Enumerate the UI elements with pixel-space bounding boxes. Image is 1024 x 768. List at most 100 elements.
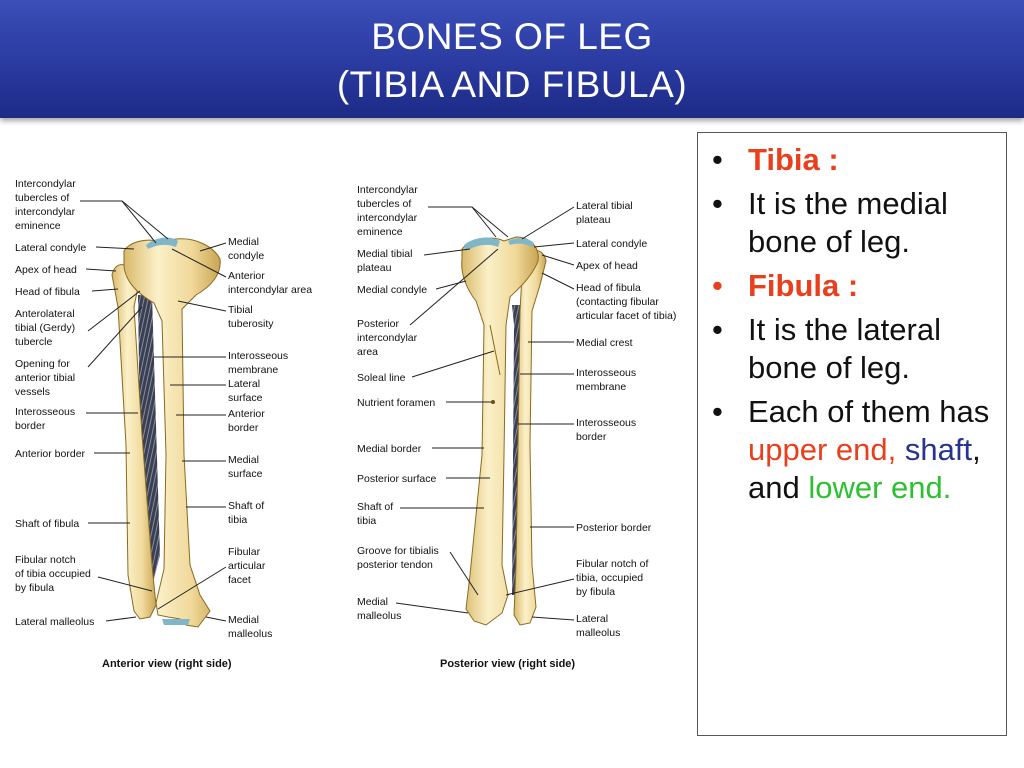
bullet-parts: • Each of them has upper end, shaft, and… bbox=[706, 393, 1002, 507]
label-posterior-intercondylar-area: Posterior intercondylar area bbox=[357, 318, 420, 358]
anterior-right-labels: Medial condyle Anterior intercondylar ar… bbox=[154, 236, 312, 640]
bullet-text-box: • Tibia : • It is the medial bone of leg… bbox=[697, 132, 1007, 736]
posterior-nutrient-foramen bbox=[491, 400, 495, 404]
leader bbox=[87, 306, 143, 368]
label-anterior-border-fibula: Anterior border bbox=[15, 448, 86, 460]
leader bbox=[199, 242, 227, 252]
label-tibial-tuberosity: Tibial tuberosity bbox=[228, 304, 274, 330]
anterior-view bbox=[111, 237, 221, 628]
leader bbox=[411, 350, 495, 378]
fibula-heading: Fibula : bbox=[748, 268, 859, 303]
parts-lower-end: lower end. bbox=[808, 470, 952, 505]
bullet-dot: • bbox=[712, 394, 723, 429]
label-medial-malleolus-posterior: Medial malleolus bbox=[357, 596, 401, 622]
leader bbox=[428, 206, 497, 238]
anterior-ankle-cartilage bbox=[162, 619, 190, 625]
leader bbox=[533, 242, 575, 248]
leader bbox=[95, 246, 135, 250]
leader bbox=[85, 268, 117, 272]
leader bbox=[449, 551, 479, 596]
leader bbox=[86, 200, 157, 244]
label-lateral-malleolus: Lateral malleolus bbox=[15, 616, 94, 628]
leader bbox=[157, 566, 227, 610]
parts-comma: , bbox=[972, 432, 981, 467]
leader bbox=[531, 616, 575, 621]
label-fibular-notch: Fibular notch of tibia occupied by fibul… bbox=[15, 554, 94, 594]
bullet-dot: • bbox=[712, 268, 723, 303]
leader bbox=[395, 602, 469, 614]
tibia-description: It is the medial bone of leg. bbox=[748, 186, 948, 259]
label-interosseous-border-posterior: Interosseous border bbox=[576, 417, 639, 443]
posterior-left-labels: Intercondylar tubercles of intercondylar… bbox=[357, 184, 509, 622]
label-lateral-surface: Lateral surface bbox=[228, 378, 263, 404]
bullet-list: • Tibia : • It is the medial bone of leg… bbox=[706, 141, 1002, 513]
anterior-caption: Anterior view (right side) bbox=[102, 658, 232, 670]
label-nutrient-foramen: Nutrient foramen bbox=[357, 397, 435, 409]
label-medial-surface: Medial surface bbox=[228, 454, 263, 480]
leader bbox=[541, 272, 575, 290]
leader bbox=[105, 616, 137, 622]
label-lateral-condyle: Lateral condyle bbox=[15, 242, 86, 254]
posterior-right-labels: Lateral tibial plateau Lateral condyle A… bbox=[505, 200, 676, 639]
label-medial-tibial-plateau: Medial tibial plateau bbox=[357, 248, 415, 274]
label-gerdy-tubercle: Anterolateral tibial (Gerdy) tubercle bbox=[15, 308, 78, 348]
label-interosseous-border: Interosseous border bbox=[15, 406, 78, 432]
label-posterior-surface: Posterior surface bbox=[357, 473, 437, 485]
bullet-dot: • bbox=[712, 312, 723, 347]
posterior-articular-cartilage bbox=[464, 237, 500, 251]
slide-subtitle: (TIBIA AND FIBULA) bbox=[336, 64, 688, 105]
label-groove-tibialis-posterior: Groove for tibialis posterior tendon bbox=[357, 545, 442, 571]
leader bbox=[205, 616, 227, 622]
label-medial-malleolus: Medial malleolus bbox=[228, 614, 272, 640]
label-interosseous-membrane: Interosseous membrane bbox=[228, 350, 291, 376]
label-fibular-notch-posterior: Fibular notch of tibia, occupied by fibu… bbox=[576, 558, 651, 598]
leader bbox=[428, 206, 509, 238]
title-banner: BONES OF LEG (TIBIA AND FIBULA) bbox=[0, 0, 1024, 118]
label-anterior-intercondylar-area: Anterior intercondylar area bbox=[228, 270, 312, 296]
leader bbox=[91, 288, 119, 292]
label-head-of-fibula: Head of fibula bbox=[15, 286, 80, 298]
leader bbox=[409, 248, 499, 326]
label-medial-crest: Medial crest bbox=[576, 337, 633, 349]
label-lateral-malleolus-posterior: Lateral malleolus bbox=[576, 613, 620, 639]
label-intercondylar-tubercles: Intercondylar tubercles of intercondylar… bbox=[15, 178, 79, 232]
leader bbox=[177, 300, 227, 312]
label-apex-of-head-posterior: Apex of head bbox=[576, 260, 638, 272]
label-shaft-of-fibula: Shaft of fibula bbox=[15, 518, 79, 530]
label-anterior-border-tibia: Anterior border bbox=[228, 408, 268, 434]
label-shaft-of-tibia-posterior: Shaft of tibia bbox=[357, 501, 396, 527]
label-medial-condyle-posterior: Medial condyle bbox=[357, 284, 427, 296]
posterior-articular-cartilage-lateral bbox=[508, 238, 534, 247]
label-apex-of-head: Apex of head bbox=[15, 264, 77, 276]
parts-shaft: shaft bbox=[904, 432, 973, 467]
leader bbox=[97, 576, 153, 592]
posterior-view bbox=[461, 236, 547, 626]
anterior-left-labels: Intercondylar tubercles of intercondylar… bbox=[15, 178, 169, 628]
slide-title: BONES OF LEG bbox=[371, 16, 653, 57]
label-fibular-articular-facet: Fibular articular facet bbox=[228, 546, 268, 586]
leader bbox=[171, 248, 227, 278]
label-interosseous-membrane-posterior: Interosseous membrane bbox=[576, 367, 639, 393]
label-intercondylar-tubercles-posterior: Intercondylar tubercles of intercondylar… bbox=[357, 184, 421, 238]
tibia-fibula-diagram: Intercondylar tubercles of intercondylar… bbox=[15, 178, 676, 670]
leader bbox=[541, 254, 575, 266]
posterior-tibia bbox=[461, 236, 539, 626]
label-medial-condyle: Medial condyle bbox=[228, 236, 264, 262]
label-lateral-tibial-plateau: Lateral tibial plateau bbox=[576, 200, 636, 226]
parts-intro: Each of them has bbox=[748, 394, 990, 429]
bullet-dot: • bbox=[712, 186, 723, 221]
bullet-fibula-description: • It is the lateral bone of leg. bbox=[706, 311, 1002, 387]
label-posterior-border: Posterior border bbox=[576, 522, 652, 534]
label-medial-border: Medial border bbox=[357, 443, 422, 455]
posterior-caption: Posterior view (right side) bbox=[440, 658, 575, 670]
parts-upper-end: upper end, bbox=[748, 432, 897, 467]
label-soleal-line: Soleal line bbox=[357, 372, 406, 384]
label-lateral-condyle-posterior: Lateral condyle bbox=[576, 238, 647, 250]
leader bbox=[505, 578, 575, 596]
bullet-fibula-heading: • Fibula : bbox=[706, 267, 1002, 305]
bullet-dot: • bbox=[712, 142, 723, 177]
bullet-tibia-heading: • Tibia : bbox=[706, 141, 1002, 179]
leader bbox=[87, 290, 141, 332]
leader bbox=[521, 206, 575, 240]
label-shaft-of-tibia: Shaft of tibia bbox=[228, 500, 267, 526]
